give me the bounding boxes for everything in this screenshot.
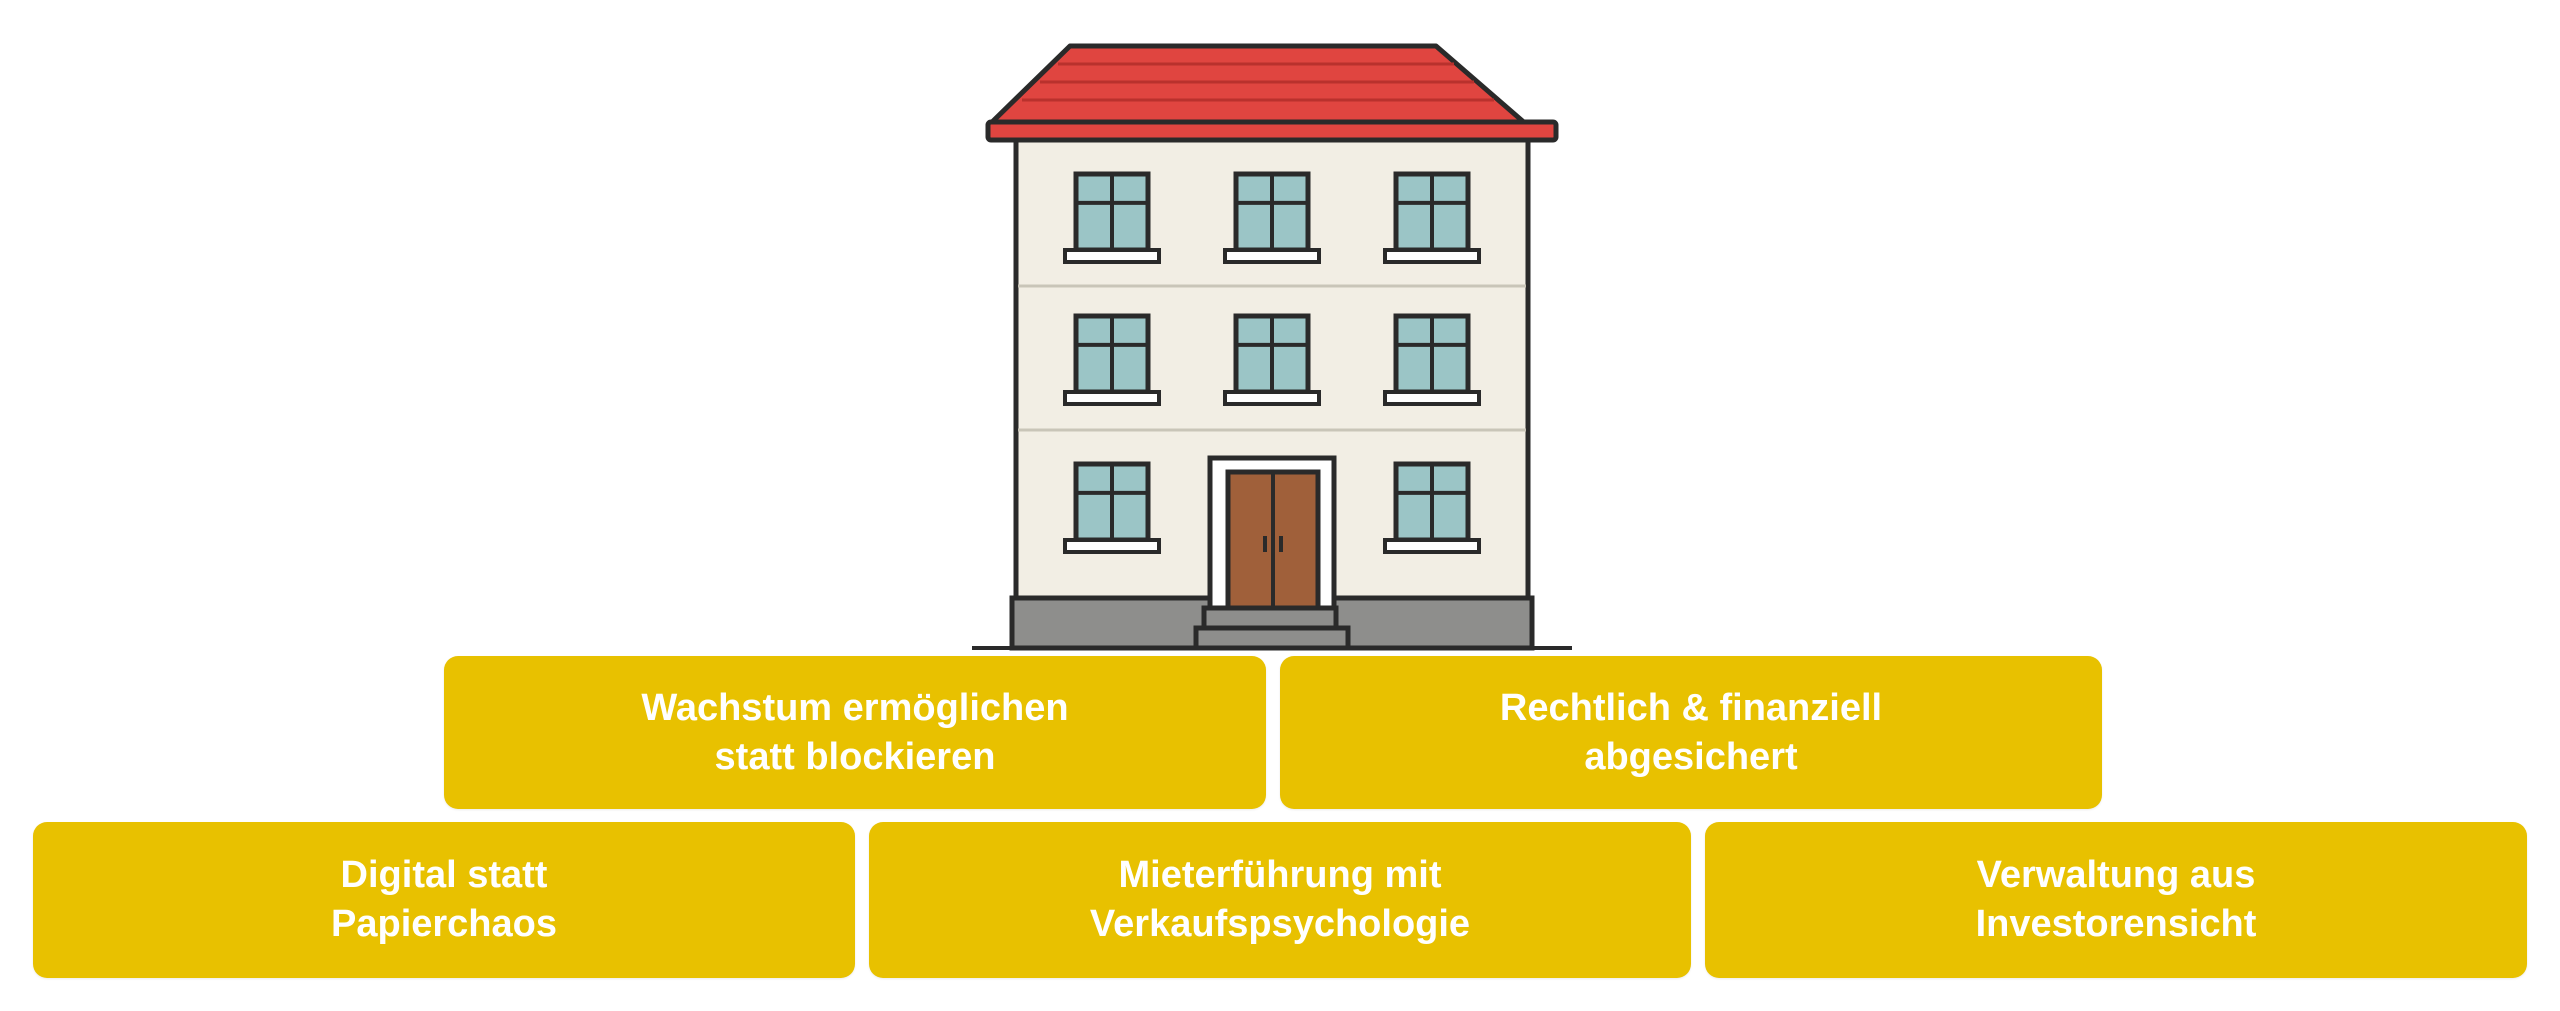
window-sill [1223,248,1321,264]
window-sill [1383,538,1481,554]
window-sill [1063,538,1161,554]
roof [987,43,1529,127]
pillar-tenant-management: Mieterführung mit Verkaufspsychologie [869,822,1691,978]
roof-eave [985,119,1559,143]
pillar-legal-financial: Rechtlich & finanziell abgesichert [1280,656,2102,809]
window-sill [1063,248,1161,264]
window-sill [1383,390,1481,406]
pillar-label: Mieterführung mit Verkaufspsychologie [1089,854,1471,945]
pillar-label: Digital statt Papierchaos [331,854,557,945]
pillar-digital: Digital statt Papierchaos [33,822,855,978]
entrance-step-upper [1201,605,1339,631]
apartment-building-icon [972,43,1572,651]
pillar-investor-view: Verwaltung aus Investorensicht [1705,822,2527,978]
pillar-label: Rechtlich & finanziell abgesichert [1499,686,1883,778]
entrance-step-lower [1193,625,1351,651]
pillar-label: Wachstum ermöglichen statt blockieren [641,686,1069,778]
window-sill [1223,390,1321,406]
window-sill [1383,248,1481,264]
window-sill [1063,390,1161,406]
pillar-growth: Wachstum ermöglichen statt blockieren [444,656,1266,809]
pillar-label: Verwaltung aus Investorensicht [1975,854,2257,945]
